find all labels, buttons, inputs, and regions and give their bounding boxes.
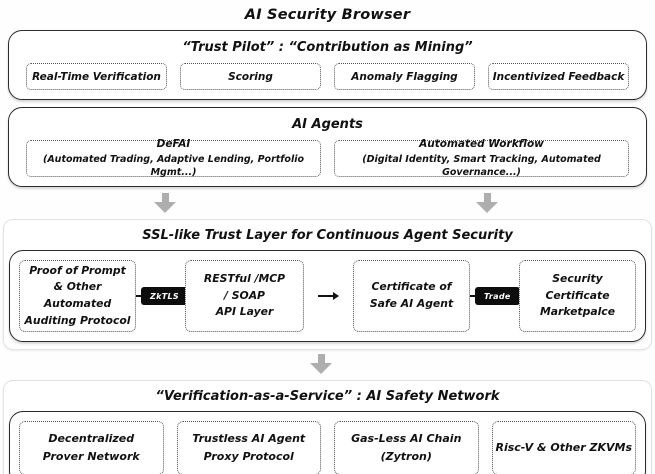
arrow-right-icon: [333, 292, 339, 300]
down-arrow-icon: [310, 354, 332, 374]
zktls-badge: ZkTLS: [141, 287, 188, 305]
safety-network-heading: “Verification-as-a-Service” : AI Safety …: [155, 389, 500, 404]
api-layer-box: RESTful /MCP / SOAP API Layer: [185, 260, 304, 332]
connector-line: [470, 295, 475, 297]
proof-line1: Proof of Prompt: [29, 263, 126, 277]
market-line1: Security: [552, 271, 603, 285]
marketplace-box: Security Certificate Marketpalce: [519, 260, 636, 332]
connector-line: [318, 295, 333, 297]
trust-pilot-item-anomaly: Anomaly Flagging: [334, 63, 475, 90]
proof-line2: & Other Automated: [43, 280, 112, 310]
defai-box: DeFAI (Automated Trading, Adaptive Lendi…: [26, 137, 321, 178]
trust-pilot-item-feedback: Incentivized Feedback: [488, 63, 629, 90]
api-line1: RESTful /MCP: [203, 271, 286, 285]
proof-of-prompt-box: Proof of Prompt & Other Automated Auditi…: [19, 260, 136, 332]
safety-network-row: Decentralized Prover Network Trustless A…: [19, 421, 636, 474]
prover-network-box: Decentralized Prover Network: [19, 421, 164, 474]
market-line3: Marketpalce: [539, 305, 616, 319]
zkvm-box: Risc-V & Other ZKVMs: [491, 421, 636, 474]
zkvm-line1: Risc-V & Other ZKVMs: [495, 441, 633, 455]
connector-line: [136, 295, 141, 297]
api-line3: API Layer: [215, 305, 274, 319]
section-connector-arrows: [0, 187, 655, 219]
section-connector-arrow: [0, 350, 655, 380]
certificate-box: Certificate of Safe AI Agent: [353, 260, 470, 332]
trust-pilot-row: Real-Time Verification Scoring Anomaly F…: [18, 63, 637, 90]
down-arrow-icon: [154, 193, 176, 213]
prover-line2: Prover Network: [42, 450, 140, 463]
cert-line2: Safe AI Agent: [369, 297, 454, 310]
proof-line3: Auditing Protocol: [24, 313, 131, 327]
trust-pilot-item-realtime: Real-Time Verification: [26, 63, 167, 90]
trust-pilot-section: “Trust Pilot” : “Contribution as Mining”…: [8, 30, 647, 100]
trust-layer-section: SSL-like Trust Layer for Continuous Agen…: [3, 219, 652, 350]
defai-title: DeFAI: [156, 137, 191, 150]
plain-connector: [304, 292, 353, 300]
page-title: AI Security Browser: [244, 7, 411, 23]
trust-pilot-item-scoring: Scoring: [180, 63, 321, 90]
safety-network-card: Decentralized Prover Network Trustless A…: [9, 411, 646, 474]
zktls-connector: ZkTLS: [136, 287, 199, 305]
trust-layer-card: Proof of Prompt & Other Automated Auditi…: [9, 250, 646, 342]
trade-connector: Trade: [470, 287, 531, 305]
market-line2: Certificate: [545, 288, 610, 302]
proxy-line1: Trustless AI Agent: [192, 432, 306, 446]
gasless-line2: (Zytron): [380, 450, 432, 463]
defai-subtitle: (Automated Trading, Adaptive Lending, Po…: [42, 153, 305, 179]
gasless-line1: Gas-Less AI Chain: [351, 432, 462, 446]
ai-agents-heading: AI Agents: [292, 117, 363, 132]
proxy-protocol-box: Trustless AI Agent Proxy Protocol: [176, 421, 321, 474]
automated-workflow-box: Automated Workflow (Digital Identity, Sm…: [334, 137, 629, 178]
trust-layer-flow: Proof of Prompt & Other Automated Auditi…: [19, 260, 636, 332]
trust-pilot-heading: “Trust Pilot” : “Contribution as Mining”: [182, 40, 473, 55]
api-line2: / SOAP: [224, 288, 265, 302]
gasless-chain-box: Gas-Less AI Chain (Zytron): [334, 421, 479, 474]
trust-layer-heading: SSL-like Trust Layer for Continuous Agen…: [142, 228, 513, 243]
proxy-line2: Proxy Protocol: [203, 450, 294, 463]
prover-line1: Decentralized: [48, 432, 135, 446]
trade-badge: Trade: [475, 287, 520, 305]
cert-line1: Certificate of: [371, 280, 452, 294]
ai-agents-section: AI Agents DeFAI (Automated Trading, Adap…: [8, 107, 647, 187]
workflow-subtitle: (Digital Identity, Smart Tracking, Autom…: [362, 153, 601, 179]
down-arrow-icon: [476, 193, 498, 213]
safety-network-section: “Verification-as-a-Service” : AI Safety …: [3, 380, 652, 474]
workflow-title: Automated Workflow: [419, 137, 544, 150]
ai-agents-row: DeFAI (Automated Trading, Adaptive Lendi…: [18, 137, 637, 178]
